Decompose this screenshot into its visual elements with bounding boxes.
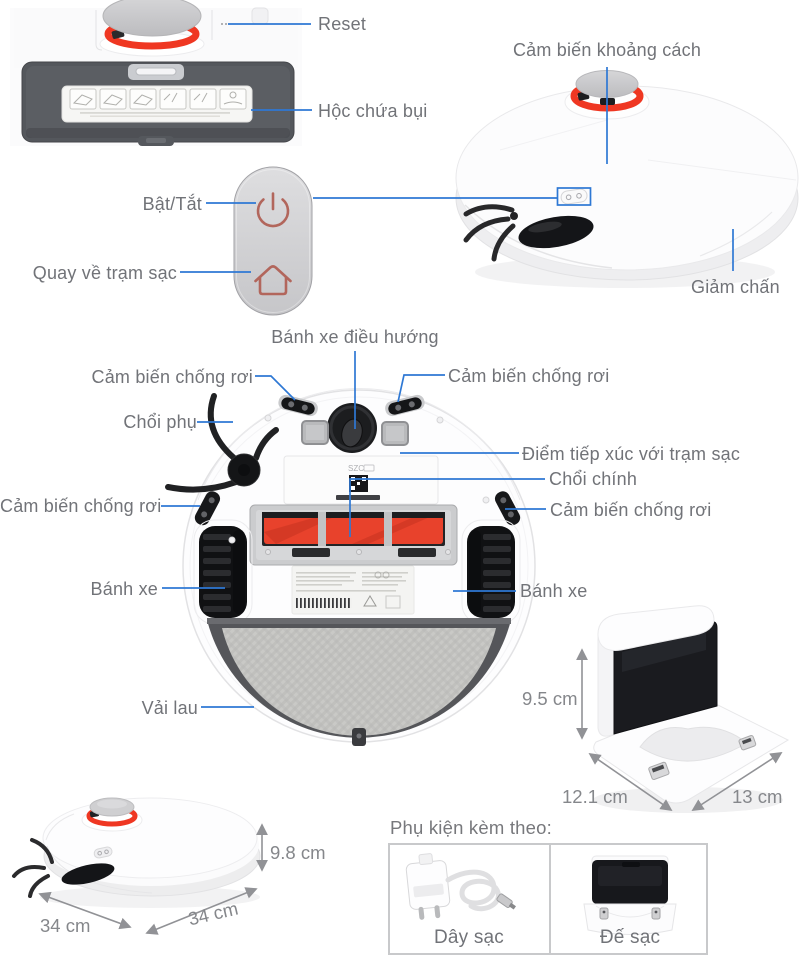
dock-return-label: Quay về trạm sạc	[32, 263, 177, 283]
home-icon	[254, 265, 292, 296]
distance-sensor-label: Cảm biến khoảng cách	[512, 40, 702, 60]
cliff-sensor-label-r: Cảm biến chống rơi	[550, 500, 712, 520]
leader-lines	[161, 23, 734, 708]
qr-label-panel: SZC	[283, 455, 439, 505]
robot-side-view	[12, 797, 261, 908]
cliff-sensor-left	[194, 491, 221, 526]
dock-label: Đế sạc	[599, 927, 661, 948]
arrow-robot-depth	[145, 887, 258, 935]
power-icon	[256, 192, 290, 228]
front-display	[518, 215, 594, 249]
accessories-header: Phụ kiện kèm theo:	[390, 817, 552, 838]
left-wheel	[193, 519, 253, 625]
right-wheel	[461, 519, 521, 625]
caster-wheel	[327, 403, 377, 453]
bumper-label: Giảm chấn	[691, 277, 780, 297]
dock-height-dim: 9.5 cm	[522, 688, 578, 709]
cliff-sensor-label-tl: Cảm biến chống rơi	[91, 367, 253, 387]
arrow-robot-width	[38, 891, 132, 930]
cliff-sensor-label-tr: Cảm biến chống rơi	[448, 366, 610, 386]
accessories-divider	[549, 845, 551, 953]
dustbin-photo	[10, 0, 302, 146]
power-adapter	[405, 853, 516, 920]
power-label: Bật/Tắt	[142, 194, 202, 214]
dock-front	[583, 855, 677, 935]
panel-logo-text: SZC	[348, 464, 364, 473]
accessories-box	[388, 843, 708, 955]
side-brush-label: Chổi phụ	[123, 412, 197, 432]
robot-height-dim: 9.8 cm	[270, 842, 326, 863]
mop-plate	[207, 618, 511, 746]
nav-wheel-label: Bánh xe điều hướng	[271, 327, 439, 347]
button-highlight-box	[556, 187, 592, 206]
cliff-sensor-label-l: Cảm biến chống rơi	[0, 496, 162, 516]
cliff-sensor-top-left	[278, 394, 318, 417]
dock-width-dim: 13 cm	[732, 786, 783, 807]
robot-bottom-view: SZC	[165, 388, 536, 746]
dock-depth-dim: 12.1 cm	[562, 786, 628, 807]
cliff-sensor-top-right	[385, 394, 425, 417]
dock-contacts-label: Điểm tiếp xúc với trạm sạc	[522, 444, 741, 464]
dimension-arrows	[38, 648, 783, 935]
front-display	[61, 863, 115, 885]
main-brush-label: Chổi chính	[549, 469, 638, 489]
charging-contacts	[301, 420, 409, 446]
dustbin-label: Hộc chứa bụi	[318, 101, 428, 121]
side-brush	[463, 204, 518, 262]
arrow-dock-depth	[588, 752, 673, 812]
dock-3d	[593, 605, 790, 813]
cable-label: Dây sạc	[433, 927, 505, 948]
control-panel	[233, 166, 313, 316]
wheel-label-l: Bánh xe	[90, 579, 158, 599]
robot-top-view	[455, 70, 799, 288]
barcode	[296, 598, 352, 608]
leader-main-brush	[349, 478, 545, 537]
side-brush	[12, 838, 54, 898]
leader-cliff-tr	[397, 374, 445, 403]
lidar-disc	[102, 0, 202, 37]
mop-label: Vải lau	[141, 698, 198, 718]
dock-contact-pins	[599, 907, 661, 920]
reset-label: Reset	[318, 14, 367, 34]
dust-bin	[21, 61, 295, 146]
side-brush-bottom	[165, 393, 279, 493]
arrow-dock-width	[691, 752, 783, 811]
main-brush	[249, 504, 458, 566]
spec-label	[291, 565, 415, 615]
leader-cliff-tl	[255, 375, 296, 401]
wheel-label-r: Bánh xe	[520, 581, 588, 601]
robot-width-dim: 34 cm	[40, 915, 91, 936]
